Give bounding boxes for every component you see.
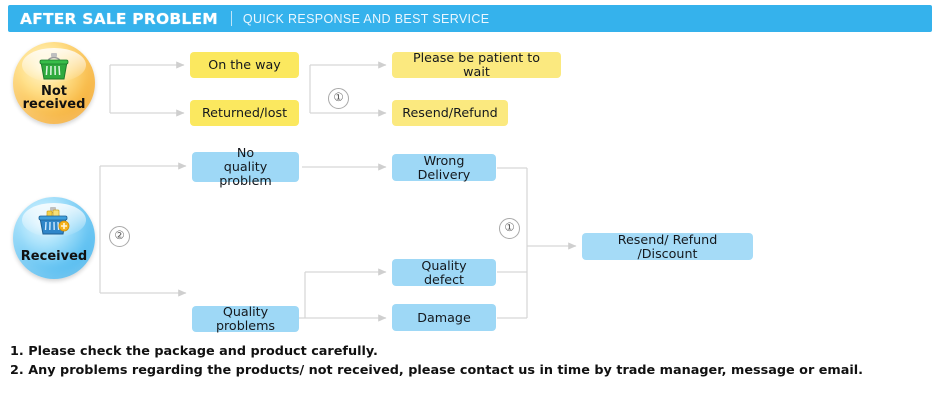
shopping-basket-icon bbox=[13, 51, 95, 85]
node-received: Received bbox=[13, 197, 95, 279]
box-damage[interactable]: Damage bbox=[392, 304, 496, 331]
box-quality-defect[interactable]: Quality defect bbox=[392, 258, 496, 286]
header-divider bbox=[230, 11, 232, 26]
box-no-quality-problem[interactable]: No quality problem bbox=[192, 146, 299, 188]
node-received-label: Received bbox=[20, 249, 88, 264]
page-title: AFTER SALE PROBLEM bbox=[20, 9, 218, 28]
shopping-basket-filled-icon bbox=[13, 206, 95, 240]
label-line-2: quality problem bbox=[219, 159, 272, 188]
box-resend-refund-discount[interactable]: Resend/ Refund /Discount bbox=[582, 232, 753, 260]
marker-one-top: ① bbox=[328, 88, 349, 109]
note-line-2: 2. Any problems regarding the products/ … bbox=[10, 363, 864, 378]
header-banner: AFTER SALE PROBLEM QUICK RESPONSE AND BE… bbox=[8, 5, 932, 32]
box-returned-lost[interactable]: Returned/lost bbox=[190, 100, 299, 126]
footer-notes: 1. Please check the package and product … bbox=[10, 342, 930, 380]
box-on-the-way[interactable]: On the way bbox=[190, 52, 299, 78]
marker-two: ② bbox=[109, 226, 130, 247]
label-line-1: No bbox=[236, 145, 255, 160]
box-no-quality-problem-label: No quality problem bbox=[200, 146, 291, 188]
flow-connectors bbox=[99, 61, 577, 322]
box-quality-problems[interactable]: Quality problems bbox=[192, 305, 299, 333]
header-subtitle: QUICK RESPONSE AND BEST SERVICE bbox=[242, 11, 490, 26]
box-wrong-delivery[interactable]: Wrong Delivery bbox=[392, 153, 496, 181]
note-line-1: 1. Please check the package and product … bbox=[10, 344, 378, 359]
box-please-be-patient-to-wait[interactable]: Please be patient to wait bbox=[392, 51, 561, 79]
marker-one-right: ① bbox=[499, 218, 520, 239]
box-resend-refund[interactable]: Resend/Refund bbox=[392, 100, 508, 126]
